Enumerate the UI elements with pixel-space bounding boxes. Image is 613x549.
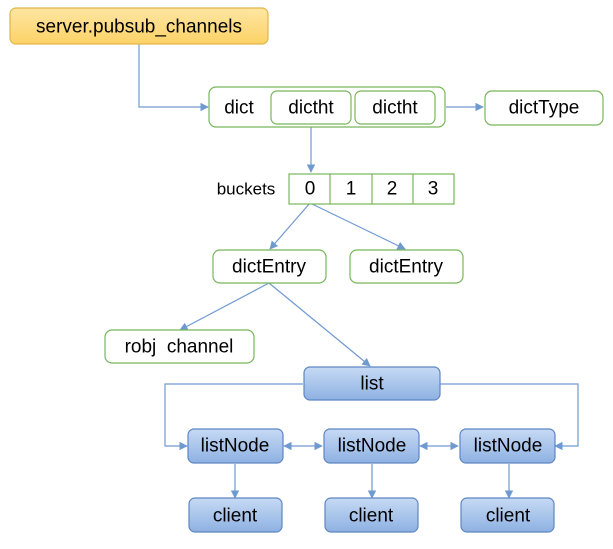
dictht-box-1 bbox=[270, 90, 352, 125]
bucket-cell-3: 3 bbox=[428, 179, 439, 200]
list-node: list bbox=[303, 366, 441, 401]
arrow-list-to-first-node bbox=[164, 383, 303, 451]
bucket-cell-2: 2 bbox=[387, 179, 398, 200]
listnode-label-2: listNode bbox=[338, 436, 407, 457]
listnode-2: listNode bbox=[323, 428, 420, 464]
arrow-dictentry-to-robj bbox=[179, 282, 270, 331]
root-node: server.pubsub_channels bbox=[9, 7, 269, 45]
arrow-root-to-dict bbox=[138, 44, 209, 112]
dictentry-node-1: dictEntry bbox=[212, 249, 327, 284]
arrow-dictentry-to-list bbox=[268, 282, 371, 367]
dicttype-node: dictType bbox=[484, 90, 604, 126]
client-1: client bbox=[188, 497, 283, 533]
listnode-label-1: listNode bbox=[201, 436, 270, 457]
buckets-array: 0 1 2 3 bbox=[288, 173, 455, 205]
listnode-1: listNode bbox=[187, 428, 284, 464]
arrow-list-to-last-node bbox=[440, 383, 579, 451]
dictht-box-2 bbox=[354, 90, 436, 125]
listnode-label-3: listNode bbox=[474, 436, 543, 457]
dictht-label-2: dictht bbox=[372, 98, 418, 119]
bucket-cell-1: 1 bbox=[346, 179, 357, 200]
dictentry-label-2: dictEntry bbox=[369, 257, 443, 278]
dicttype-label: dictType bbox=[509, 98, 580, 119]
robj-channel-label: robj channel bbox=[125, 337, 234, 358]
dictht-label-1: dictht bbox=[288, 98, 334, 119]
list-label: list bbox=[360, 374, 384, 395]
client-label-1: client bbox=[213, 506, 258, 527]
client-label-3: client bbox=[486, 506, 531, 527]
arrow-bucket0-to-dictentry bbox=[269, 202, 311, 250]
dictentry-label-1: dictEntry bbox=[232, 257, 306, 278]
client-2: client bbox=[324, 497, 419, 533]
client-3: client bbox=[460, 497, 555, 533]
dict-label: dict bbox=[224, 98, 254, 119]
dict-node: dict dictht dictht bbox=[208, 86, 446, 128]
robj-channel-node: robj channel bbox=[104, 329, 255, 364]
listnode-3: listNode bbox=[459, 428, 556, 464]
connector-lines bbox=[138, 44, 579, 499]
arrow-bucket0-to-dictentry-2 bbox=[309, 202, 406, 250]
dictentry-node-2: dictEntry bbox=[349, 249, 464, 284]
bucket-cell-0: 0 bbox=[305, 179, 316, 200]
client-label-2: client bbox=[349, 506, 394, 527]
buckets-label: buckets bbox=[217, 180, 276, 199]
root-label: server.pubsub_channels bbox=[36, 17, 242, 38]
